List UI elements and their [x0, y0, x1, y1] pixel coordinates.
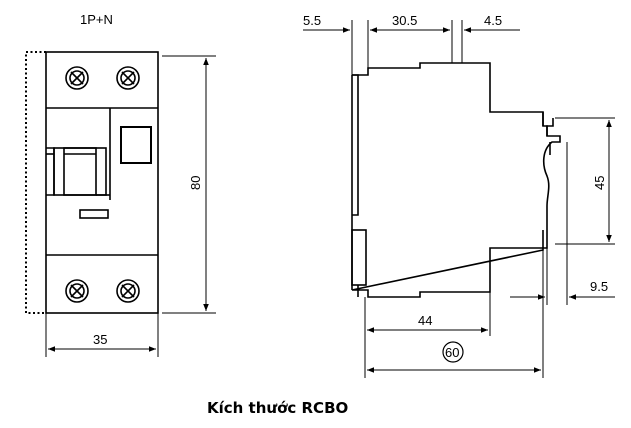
dim-5-5-label: 5.5 [303, 13, 321, 28]
upper-tab [352, 74, 359, 216]
front-width-label: 35 [93, 332, 107, 347]
front-view: 1P+N [25, 12, 216, 357]
test-button [120, 126, 152, 164]
dim-45 [555, 117, 615, 245]
side-view: 5.5 30.5 4.5 45 9.5 44 [303, 13, 615, 378]
terminal-screw-icon [65, 66, 89, 90]
side-body-outline [351, 62, 544, 298]
dim-44 [364, 292, 491, 378]
front-view-title: 1P+N [80, 12, 113, 27]
indicator-window [79, 209, 109, 219]
lower-toggle [351, 229, 367, 286]
dim-30-5-label: 30.5 [392, 13, 417, 28]
top-dimensions [303, 20, 520, 75]
front-body [45, 51, 159, 314]
dim-44-label: 44 [418, 313, 432, 328]
front-height-label: 80 [188, 176, 203, 190]
dim-60-label: 60 [445, 345, 459, 360]
dim-4-5-label: 4.5 [484, 13, 502, 28]
terminal-screw-icon [116, 279, 140, 303]
dim-60 [367, 250, 544, 378]
dim-9-5 [510, 142, 615, 305]
terminal-screw-icon [65, 279, 89, 303]
terminal-screw-icon [116, 66, 140, 90]
dotted-outline [25, 51, 46, 314]
din-clip [542, 112, 561, 249]
toggle-lever [46, 147, 111, 200]
dim-9-5-label: 9.5 [590, 279, 608, 294]
caption: Kích thước RCBO [207, 399, 348, 417]
dim-45-label: 45 [592, 176, 607, 190]
